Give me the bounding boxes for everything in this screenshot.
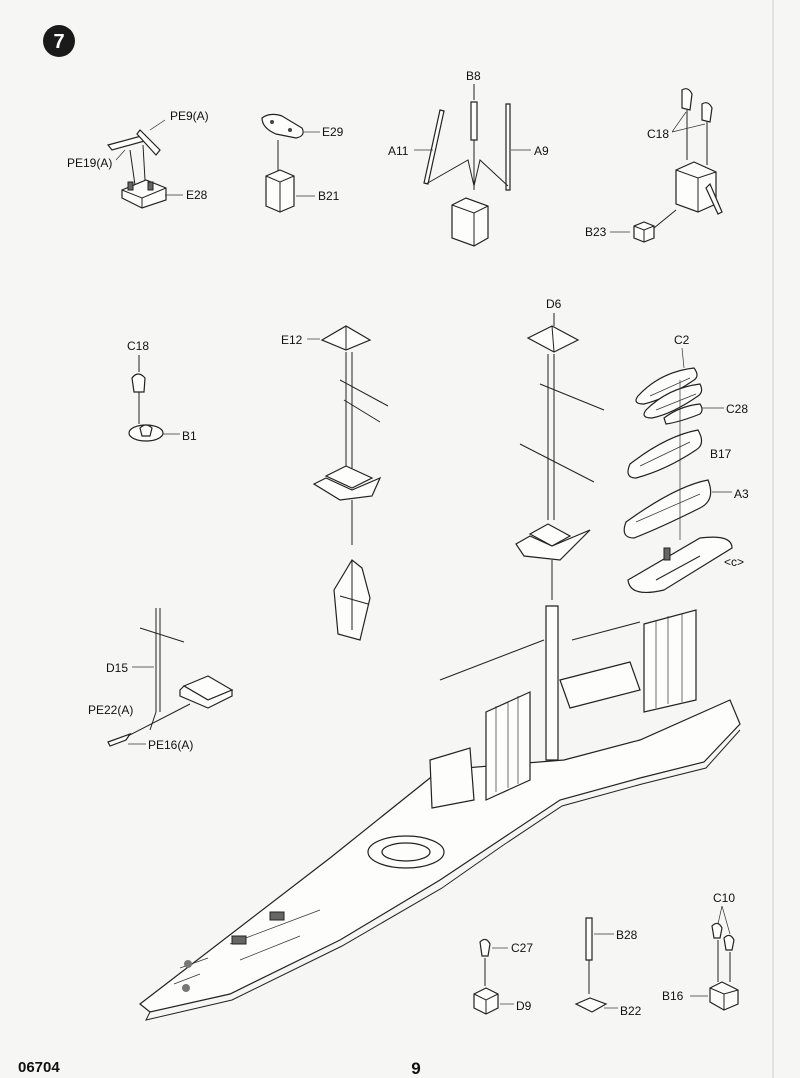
part-group-e12-mast: E12 <box>281 325 389 641</box>
product-code: 06704 <box>18 1059 60 1076</box>
label-b17: B17 <box>710 447 732 461</box>
label-pe16a: PE16(A) <box>148 738 193 752</box>
part-group-b23: C18 B23 <box>585 88 723 243</box>
label-d9: D9 <box>516 999 532 1013</box>
part-group-e28: PE9(A) PE19(A) E28 <box>67 109 209 209</box>
step-number: 7 <box>53 31 64 53</box>
label-a9: A9 <box>534 144 549 158</box>
label-e28: E28 <box>186 188 208 202</box>
part-group-d9: C27 D9 <box>473 938 533 1015</box>
part-group-b1: C18 B1 <box>127 339 197 443</box>
part-group-boats: C2 C28 B17 A3 <c> <box>623 333 749 593</box>
label-a3: A3 <box>734 487 749 501</box>
label-b23: B23 <box>585 225 607 239</box>
part-group-b21: E29 B21 <box>261 113 344 213</box>
label-b28: B28 <box>616 928 638 942</box>
label-a11: A11 <box>388 144 409 158</box>
part-group-b22: B28 B22 <box>574 917 642 1018</box>
label-pe19a: PE19(A) <box>67 156 112 170</box>
part-group-b16: C10 B16 <box>662 891 739 1011</box>
label-c18-top: C18 <box>647 127 669 141</box>
step-badge: 7 <box>43 25 75 57</box>
part-group-d15: D15 PE22(A) PE16(A) <box>88 608 234 752</box>
label-c2: C2 <box>674 333 690 347</box>
ship-hull-assembly <box>139 609 741 1021</box>
label-d6: D6 <box>546 297 562 311</box>
label-pe9a: PE9(A) <box>170 109 209 123</box>
label-b21: B21 <box>318 189 340 203</box>
label-c28: C28 <box>726 402 748 416</box>
part-group-d6-mast: D6 <box>439 297 605 761</box>
label-c10: C10 <box>713 891 735 905</box>
label-b8: B8 <box>466 69 481 83</box>
label-c27: C27 <box>511 941 533 955</box>
page-edge <box>772 0 774 1078</box>
label-e12: E12 <box>281 333 303 347</box>
label-b1: B1 <box>182 429 197 443</box>
label-pe22a: PE22(A) <box>88 703 133 717</box>
label-b16: B16 <box>662 989 684 1003</box>
label-e29: E29 <box>322 125 344 139</box>
page-number: 9 <box>411 1059 420 1078</box>
label-c18-left: C18 <box>127 339 149 353</box>
label-b22: B22 <box>620 1004 642 1018</box>
label-c-ref: <c> <box>724 555 744 569</box>
part-group-b8: B8 A11 A9 <box>388 69 549 247</box>
label-d15: D15 <box>106 661 128 675</box>
